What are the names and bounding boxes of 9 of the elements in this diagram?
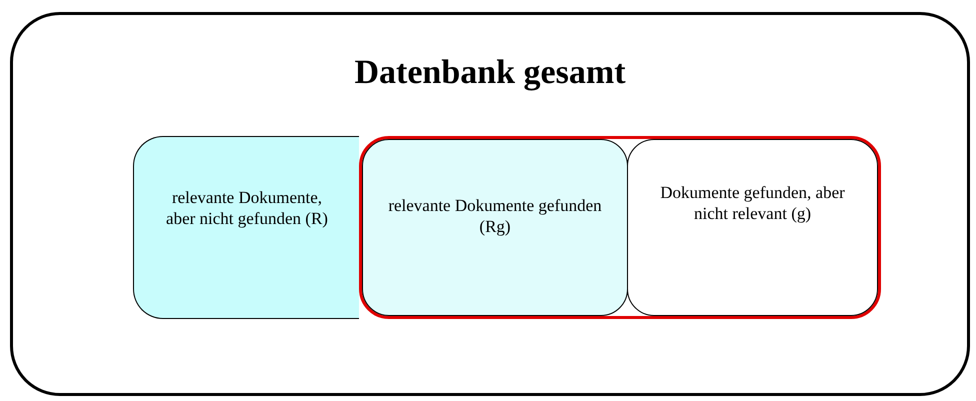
region-label: relevante Dokumente gefunden (Rg) — [387, 195, 603, 237]
region-label: relevante Dokumente, aber nicht gefunden (R) — [165, 187, 329, 229]
set-region — [627, 139, 878, 316]
highlight-frame — [359, 136, 881, 319]
region-label: Dokumente gefunden, aber nicht relevant (g) — [659, 182, 846, 224]
outer-frame — [10, 12, 970, 396]
set-region — [362, 139, 628, 316]
set-region — [133, 136, 359, 319]
title: Datenbank gesamt — [353, 53, 627, 93]
